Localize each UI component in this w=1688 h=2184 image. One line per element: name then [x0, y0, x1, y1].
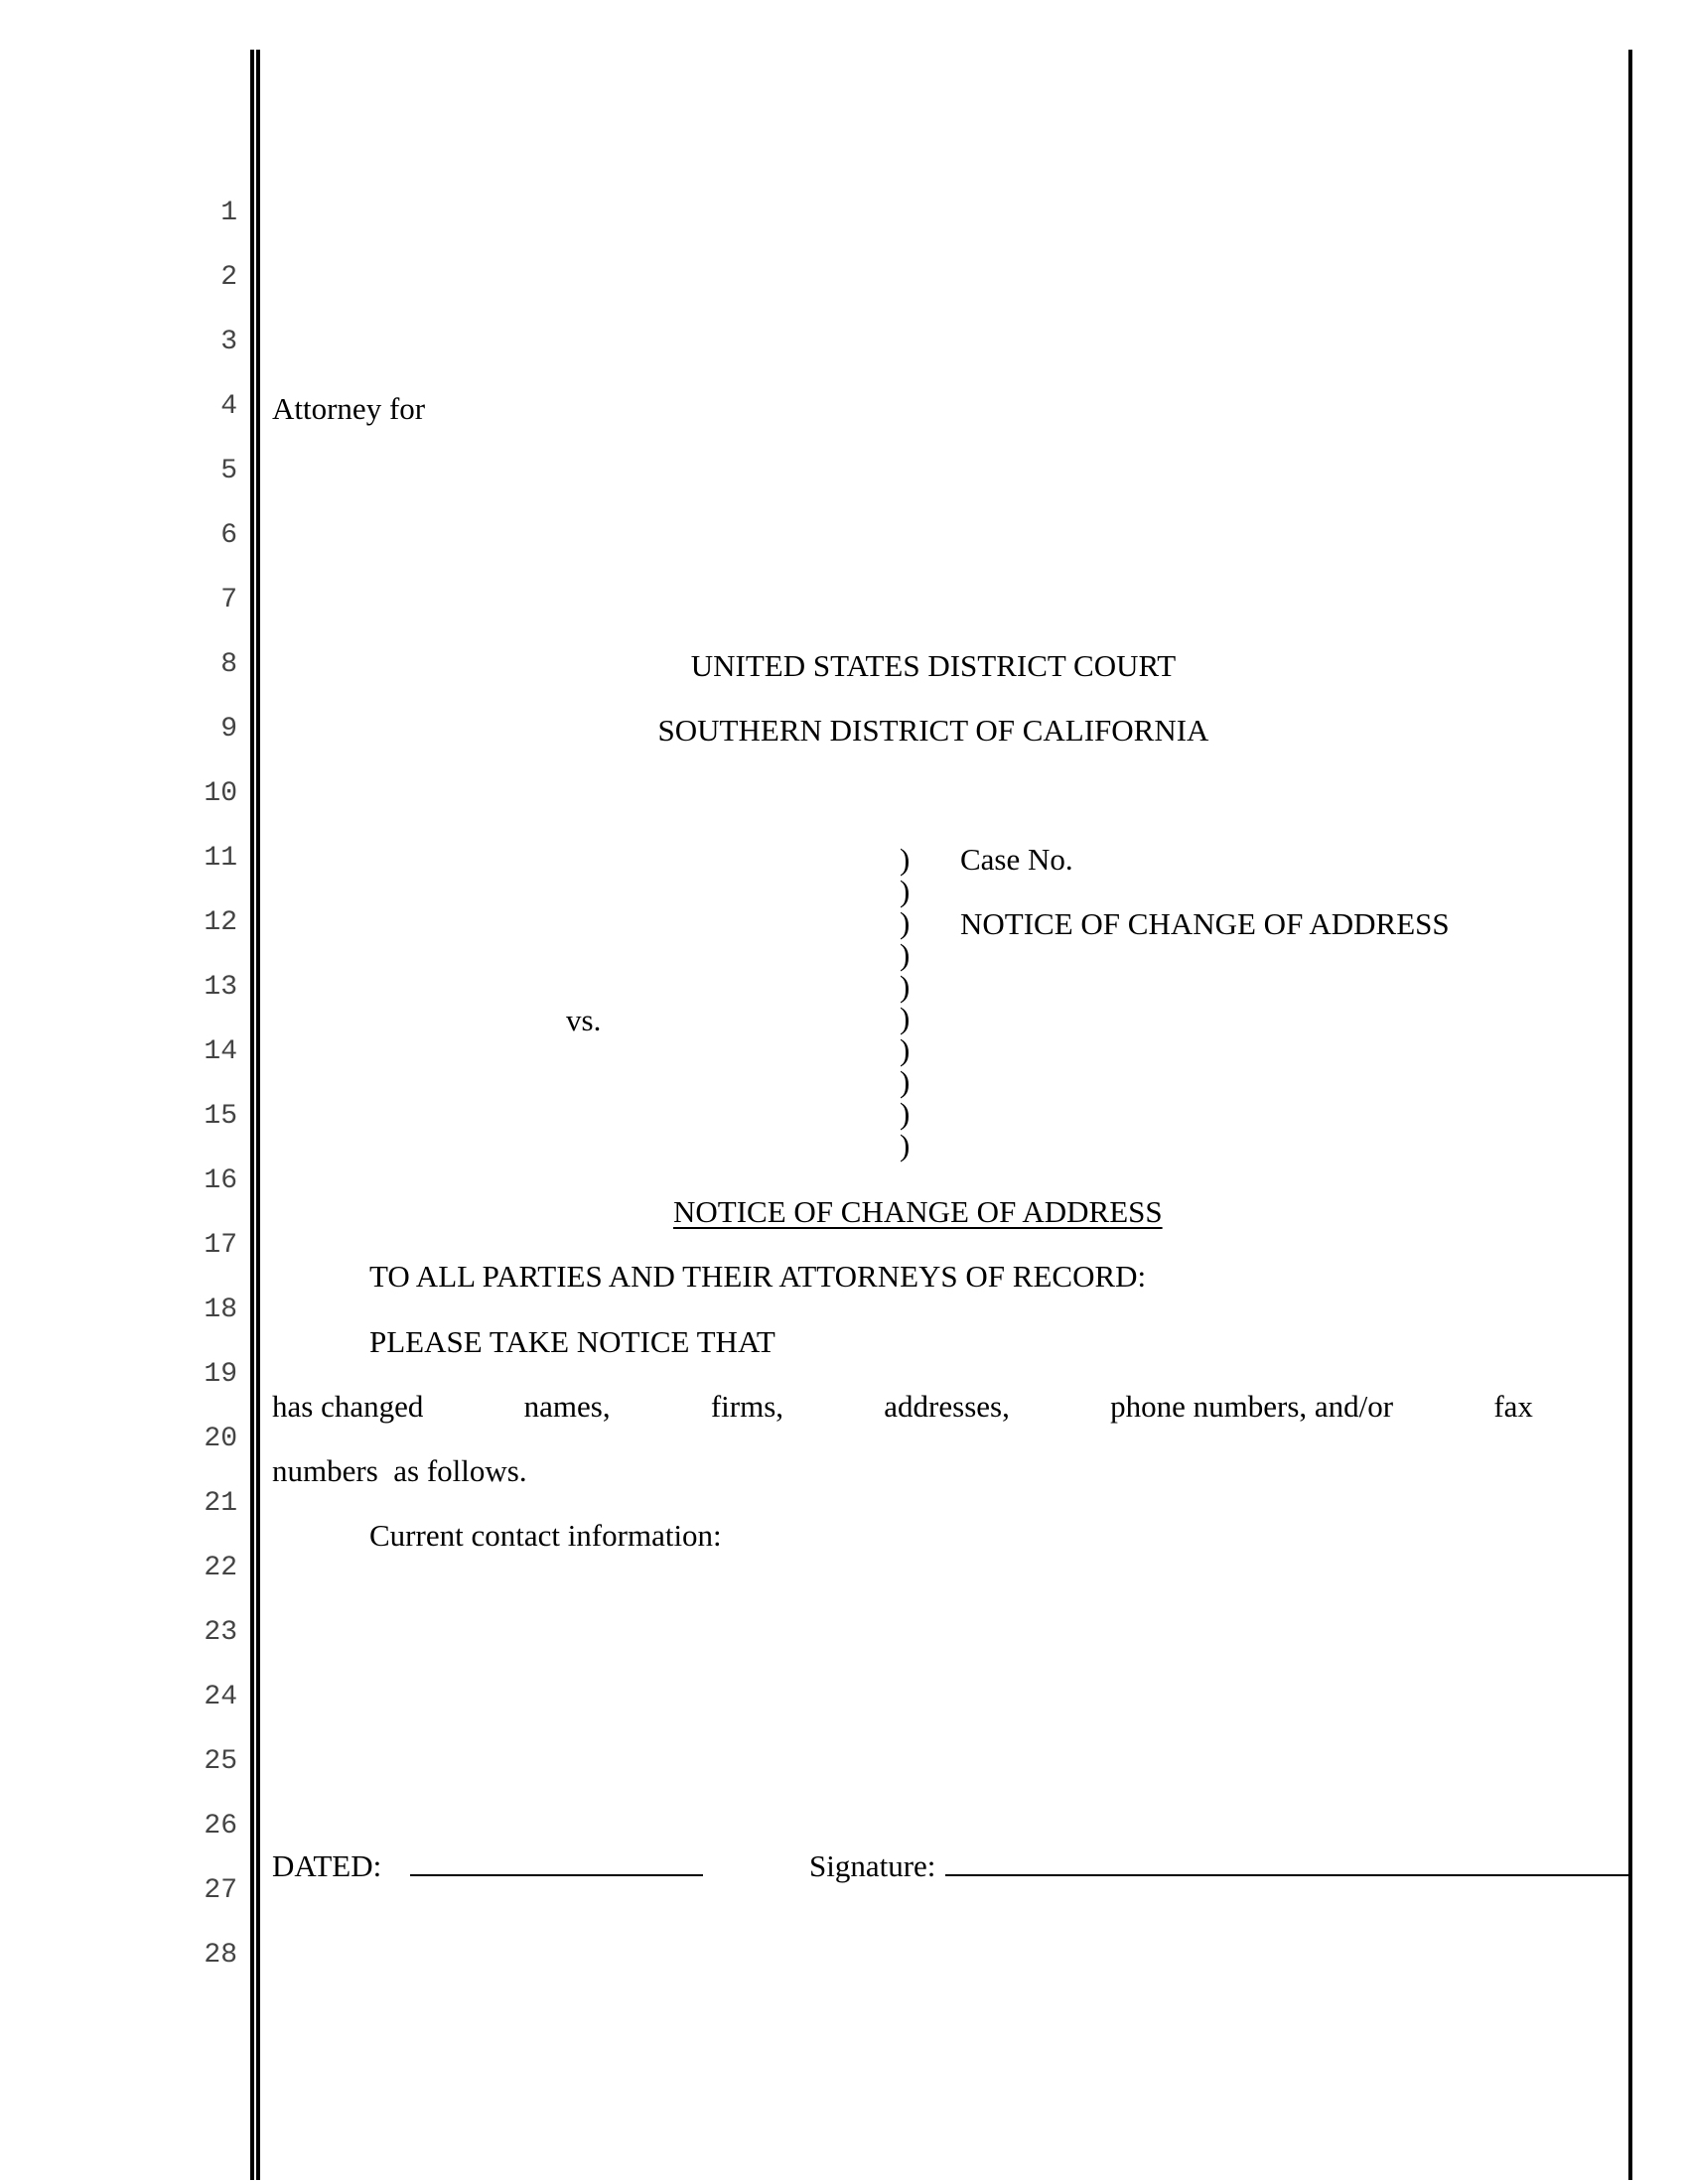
court-district: SOUTHERN DISTRICT OF CALIFORNIA: [657, 713, 1209, 748]
changed-word: firms,: [710, 1389, 784, 1424]
notice-heading: NOTICE OF CHANGE OF ADDRESS: [673, 1194, 1163, 1229]
versus-label: vs.: [566, 1003, 602, 1037]
line-number: 11: [204, 843, 237, 874]
line-number: 12: [204, 907, 237, 938]
document-title: NOTICE OF CHANGE OF ADDRESS: [960, 906, 1450, 941]
line-number: 21: [204, 1488, 237, 1519]
changed-items-continuation: numbers as follows.: [272, 1453, 527, 1488]
line-number: 5: [220, 456, 237, 486]
caption-paren: ): [900, 1128, 911, 1162]
line-number: 15: [204, 1101, 237, 1132]
caption-paren: ): [900, 1064, 911, 1099]
changed-word: addresses,: [884, 1389, 1010, 1424]
line-number: 1: [220, 198, 237, 228]
line-number: 25: [204, 1746, 237, 1777]
caption-paren: ): [900, 969, 911, 1004]
attorney-for-label: Attorney for: [272, 391, 426, 426]
line-number: 3: [220, 327, 237, 357]
caption-paren: ): [900, 1001, 911, 1035]
line-number: 19: [204, 1359, 237, 1390]
line-number: 10: [204, 778, 237, 809]
caption-paren: ): [900, 1096, 911, 1131]
line-number: 16: [204, 1165, 237, 1196]
line-number: 23: [204, 1617, 237, 1648]
changed-word: names,: [523, 1389, 611, 1424]
changed-word: has changed: [272, 1389, 424, 1424]
notice-intro: PLEASE TAKE NOTICE THAT: [369, 1324, 775, 1359]
signature-field[interactable]: [945, 1874, 1628, 1876]
line-number: 8: [220, 649, 237, 680]
line-number: 4: [220, 391, 237, 422]
changed-word: fax: [1493, 1389, 1533, 1424]
line-number: 6: [220, 520, 237, 551]
line-number: 22: [204, 1553, 237, 1583]
line-number: 20: [204, 1424, 237, 1454]
caption-paren: ): [900, 874, 911, 908]
caption-paren: ): [900, 937, 911, 972]
caption-paren: ): [900, 905, 911, 940]
line-number: 14: [204, 1036, 237, 1067]
signature-label: Signature:: [809, 1848, 936, 1883]
dated-field[interactable]: [410, 1874, 703, 1876]
right-margin-rule: [1628, 50, 1632, 2180]
line-number: 17: [204, 1230, 237, 1261]
case-number-label: Case No.: [960, 842, 1073, 877]
left-margin-rule-outer: [250, 50, 254, 2180]
salutation: TO ALL PARTIES AND THEIR ATTORNEYS OF RE…: [369, 1259, 1147, 1294]
line-number: 18: [204, 1295, 237, 1325]
changed-word: phone numbers, and/or: [1110, 1389, 1394, 1424]
line-number: 9: [220, 714, 237, 745]
current-contact-label: Current contact information:: [369, 1518, 722, 1553]
left-margin-rule-inner: [256, 50, 260, 2180]
line-number: 26: [204, 1811, 237, 1842]
line-number: 7: [220, 585, 237, 615]
caption-paren: ): [900, 1032, 911, 1067]
dated-label: DATED:: [272, 1848, 382, 1883]
court-name: UNITED STATES DISTRICT COURT: [690, 648, 1177, 683]
line-number: 24: [204, 1682, 237, 1712]
caption-paren: ): [900, 842, 911, 877]
line-number: 27: [204, 1875, 237, 1906]
line-number: 28: [204, 1940, 237, 1971]
line-number: 2: [220, 262, 237, 293]
line-number: 13: [204, 972, 237, 1003]
changed-items-line: has changed names, firms, addresses, pho…: [272, 1391, 1533, 1422]
